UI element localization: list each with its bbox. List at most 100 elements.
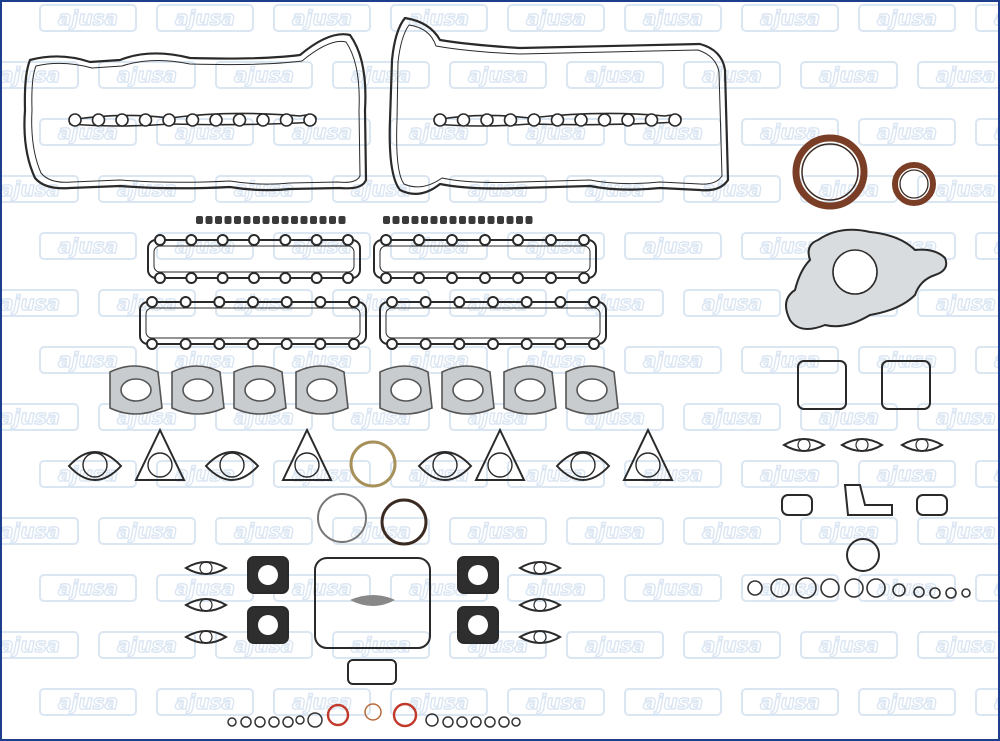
watermark-tile: ajusa bbox=[624, 574, 722, 602]
svg-text:ajusa: ajusa bbox=[936, 633, 996, 657]
watermark-tile: ajusa bbox=[273, 4, 371, 32]
svg-text:ajusa: ajusa bbox=[175, 6, 235, 30]
watermark-tile: ajusa bbox=[0, 517, 79, 545]
svg-text:ajusa: ajusa bbox=[526, 6, 586, 30]
valve-stem-seal bbox=[421, 216, 428, 224]
crankshaft-seal-large bbox=[792, 134, 868, 210]
watermark-tile: ajusa bbox=[800, 61, 898, 89]
bolt-hole bbox=[303, 113, 317, 127]
svg-text:ajusa: ajusa bbox=[585, 519, 645, 543]
exhaust-port-gasket bbox=[295, 365, 349, 415]
valve-stem-seal bbox=[449, 216, 457, 224]
valve-stem-seal bbox=[338, 216, 346, 224]
flange-gasket bbox=[417, 451, 473, 481]
svg-text:ajusa: ajusa bbox=[58, 576, 118, 600]
svg-text:ajusa: ajusa bbox=[409, 690, 469, 714]
watermark-tile: ajusa bbox=[917, 517, 1000, 545]
bolt-hole bbox=[232, 113, 247, 127]
watermark-tile: ajusa bbox=[39, 4, 137, 32]
watermark-tile: ajusa bbox=[858, 118, 956, 146]
o-ring bbox=[945, 587, 957, 599]
watermark-tile: ajusa bbox=[858, 460, 956, 488]
watermark-tile: ajusa bbox=[332, 631, 430, 659]
svg-text:ajusa: ajusa bbox=[58, 6, 118, 30]
watermark-tile: ajusa bbox=[741, 4, 839, 32]
svg-text:ajusa: ajusa bbox=[877, 120, 937, 144]
o-ring bbox=[913, 586, 925, 598]
square-gasket bbox=[457, 556, 499, 594]
watermark-tile: ajusa bbox=[507, 4, 605, 32]
o-ring bbox=[866, 578, 886, 598]
watermark-tile: ajusa bbox=[624, 688, 722, 716]
valve-stem-seal bbox=[291, 216, 298, 224]
watermark-tile: ajusa bbox=[917, 631, 1000, 659]
valve-stem-seal bbox=[430, 216, 438, 224]
bolt-hole bbox=[162, 113, 176, 127]
bolt-hole bbox=[668, 113, 682, 127]
svg-text:ajusa: ajusa bbox=[351, 633, 411, 657]
bolt-hole bbox=[597, 113, 612, 127]
valve-stem-seal bbox=[497, 216, 504, 224]
valve-stem-seal bbox=[196, 216, 203, 224]
svg-text:ajusa: ajusa bbox=[936, 291, 996, 315]
watermark-tile: ajusa bbox=[98, 61, 196, 89]
exhaust-port-gasket bbox=[171, 365, 225, 415]
crankshaft-seal-small bbox=[892, 162, 936, 206]
svg-text:ajusa: ajusa bbox=[0, 291, 60, 315]
svg-text:ajusa: ajusa bbox=[585, 633, 645, 657]
bolt-hole bbox=[138, 113, 153, 127]
watermark-tile: ajusa bbox=[390, 688, 488, 716]
o-ring bbox=[392, 702, 418, 728]
ring-gasket bbox=[380, 498, 428, 546]
watermark-tile: ajusa bbox=[917, 403, 1000, 431]
o-ring bbox=[254, 716, 266, 728]
watermark-tile: ajusa bbox=[858, 4, 956, 32]
bolt-hole bbox=[68, 113, 82, 127]
svg-text:ajusa: ajusa bbox=[526, 576, 586, 600]
small-flange-gasket bbox=[184, 630, 228, 644]
watermark-tile: ajusa bbox=[741, 460, 839, 488]
o-ring bbox=[364, 703, 382, 721]
svg-text:ajusa: ajusa bbox=[760, 690, 820, 714]
valve-stem-seal bbox=[319, 216, 327, 224]
valve-cover-gasket-left-inner bbox=[31, 40, 361, 185]
watermark-tile: ajusa bbox=[507, 574, 605, 602]
o-ring bbox=[795, 577, 817, 599]
watermark-tile: ajusa bbox=[624, 346, 722, 374]
exhaust-port-gasket bbox=[503, 365, 557, 415]
svg-text:ajusa: ajusa bbox=[175, 462, 235, 486]
watermark-tile: ajusa bbox=[0, 175, 79, 203]
watermark-tile: ajusa bbox=[0, 289, 79, 317]
watermark-tile: ajusa bbox=[683, 517, 781, 545]
valve-stem-seal bbox=[487, 216, 495, 224]
o-ring bbox=[929, 587, 941, 599]
exhaust-port-gasket bbox=[441, 365, 495, 415]
watermark-tile: ajusa bbox=[156, 574, 254, 602]
valve-stem-seal bbox=[468, 216, 476, 224]
watermark-tile: ajusa bbox=[273, 574, 371, 602]
watermark-tile: ajusa bbox=[507, 688, 605, 716]
small-flange-gasket bbox=[184, 561, 228, 575]
flange-gasket bbox=[134, 427, 186, 481]
watermark-tile: ajusa bbox=[975, 460, 1000, 488]
svg-text:ajusa: ajusa bbox=[994, 120, 1000, 144]
svg-text:ajusa: ajusa bbox=[994, 348, 1000, 372]
bolt-hole bbox=[115, 113, 129, 127]
watermark-tile: ajusa bbox=[156, 4, 254, 32]
svg-text:ajusa: ajusa bbox=[936, 405, 996, 429]
flange-gasket bbox=[204, 451, 260, 481]
small-gasket bbox=[843, 484, 893, 516]
watermark-tile: ajusa bbox=[39, 574, 137, 602]
watermark-tile: ajusa bbox=[917, 289, 1000, 317]
valve-stem-seal bbox=[402, 216, 409, 224]
watermark-tile: ajusa bbox=[975, 232, 1000, 260]
small-gasket bbox=[916, 494, 948, 516]
svg-text:ajusa: ajusa bbox=[175, 690, 235, 714]
svg-text:ajusa: ajusa bbox=[292, 462, 352, 486]
flange-gasket bbox=[474, 427, 526, 481]
watermark-tile: ajusa bbox=[741, 688, 839, 716]
svg-text:ajusa: ajusa bbox=[0, 177, 60, 201]
ring-gasket bbox=[317, 493, 367, 543]
svg-text:ajusa: ajusa bbox=[643, 576, 703, 600]
